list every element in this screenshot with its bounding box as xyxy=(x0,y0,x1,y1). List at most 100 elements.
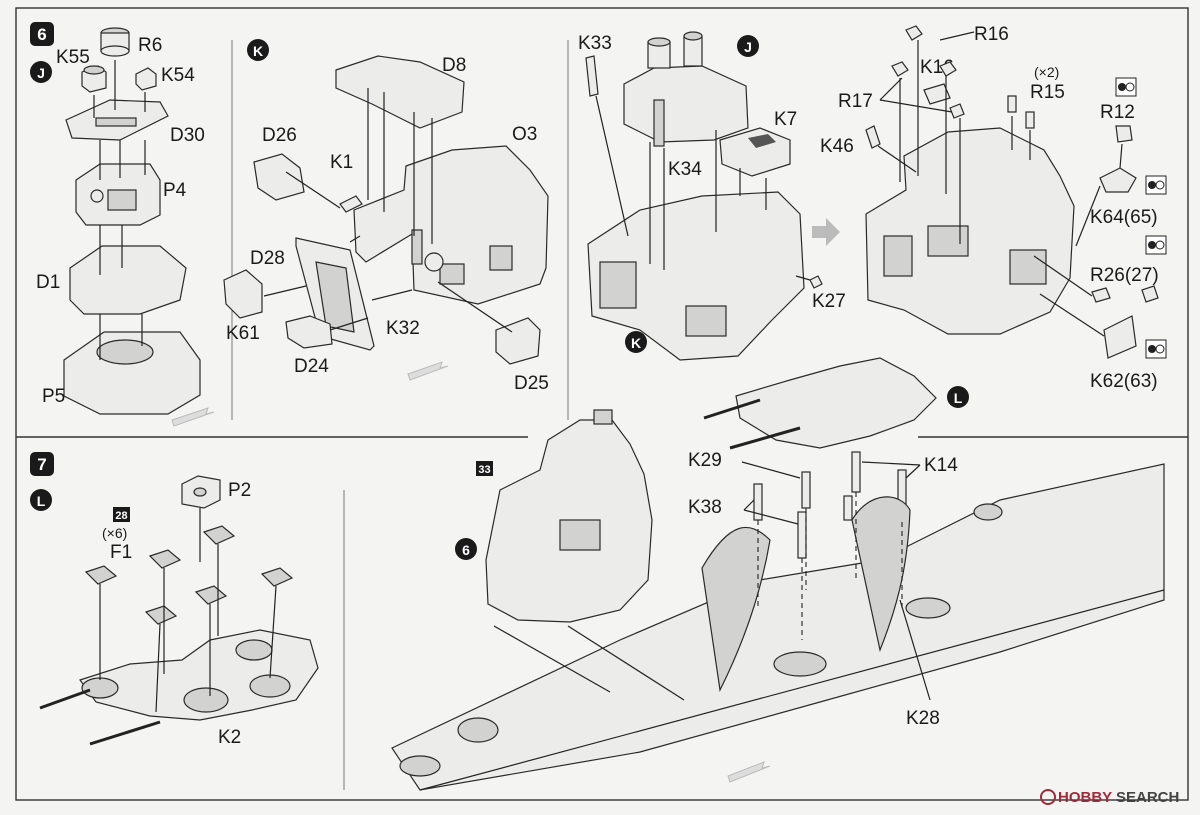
part-hull xyxy=(391,463,1165,791)
label-k38: K38 xyxy=(688,497,722,518)
part-k61 xyxy=(223,269,263,319)
label-p5: P5 xyxy=(42,386,65,407)
label-k2: K2 xyxy=(218,727,241,748)
part-k34 xyxy=(653,99,665,147)
part-j-tower xyxy=(623,31,749,143)
label-d25: D25 xyxy=(514,373,549,394)
part-d25 xyxy=(495,317,541,365)
svg-text:J: J xyxy=(37,65,45,81)
svg-text:L: L xyxy=(37,493,46,509)
assembly-arrows-j xyxy=(93,60,215,427)
assembly-arrows-l xyxy=(99,508,277,713)
assembly-arrows-k xyxy=(263,88,513,381)
panel-frames xyxy=(15,7,1189,801)
label-p4: P4 xyxy=(163,180,187,201)
part-d26 xyxy=(253,153,305,201)
svg-text:SEARCH: SEARCH xyxy=(1116,789,1179,806)
label-k46: K46 xyxy=(820,136,854,157)
label-k32: K32 xyxy=(386,318,420,339)
part-d30 xyxy=(65,99,169,141)
label-r6: R6 xyxy=(138,35,162,56)
part-k27 xyxy=(809,275,823,289)
part-k2-deck xyxy=(39,629,319,746)
sub-assembly-j-badge: J xyxy=(30,61,52,83)
svg-text:K: K xyxy=(631,335,641,351)
label-f1: F1 xyxy=(110,542,132,563)
label-k33: K33 xyxy=(578,33,612,54)
label-k27: K27 xyxy=(812,291,846,312)
label-r15-qty: (×2) xyxy=(1034,64,1059,80)
svg-text:HOBBY: HOBBY xyxy=(1058,789,1112,806)
part-k7 xyxy=(719,127,791,177)
label-r16: R16 xyxy=(974,24,1009,45)
step-6-badge: 6 xyxy=(30,22,54,46)
part-k55 xyxy=(81,65,107,93)
step-6-ref-badge: 6 xyxy=(455,538,477,560)
assembly-arrows-mid xyxy=(595,95,811,281)
paint-code-28: 28 xyxy=(113,507,130,522)
label-k1: K1 xyxy=(330,152,353,173)
svg-text:7: 7 xyxy=(37,455,46,474)
part-d24 xyxy=(285,315,333,349)
svg-text:33: 33 xyxy=(478,464,490,476)
label-k54: K54 xyxy=(161,65,195,86)
label-k34: K34 xyxy=(668,159,702,180)
sub-assembly-l-ref-badge: L xyxy=(947,386,969,408)
parts-f1-mounts xyxy=(84,525,294,625)
part-l-turret-deck xyxy=(703,357,937,450)
label-d8: D8 xyxy=(442,55,466,76)
svg-text:L: L xyxy=(954,390,963,406)
sub-assembly-j-ref-badge: J xyxy=(737,35,759,57)
label-p2: P2 xyxy=(228,480,251,501)
label-k62: K62(63) xyxy=(1090,371,1158,392)
assembly-arrows-right xyxy=(877,31,1123,337)
part-k32 xyxy=(411,229,423,265)
label-k14: K14 xyxy=(924,455,958,476)
part-o3-superstructure xyxy=(353,145,549,305)
svg-text:6: 6 xyxy=(462,542,470,558)
svg-text:J: J xyxy=(744,39,752,55)
step-7-badge: 7 xyxy=(30,452,54,476)
label-f1-qty: (×6) xyxy=(102,525,127,541)
label-k55: K55 xyxy=(56,47,90,68)
part-k54 xyxy=(135,67,157,91)
label-r26: R26(27) xyxy=(1090,265,1159,286)
svg-text:6: 6 xyxy=(37,25,46,44)
part-o3-base-assembly xyxy=(587,191,805,361)
label-k29: K29 xyxy=(688,450,722,471)
part-p5 xyxy=(63,331,201,415)
part-k33 xyxy=(585,55,599,97)
label-d30: D30 xyxy=(170,125,205,146)
part-bridge-tower-completed xyxy=(485,409,653,623)
progress-arrow xyxy=(812,218,840,246)
label-r15: R15 xyxy=(1030,82,1065,103)
watermark-logo: HOBBY SEARCH xyxy=(1040,789,1179,806)
svg-text:K: K xyxy=(253,43,263,59)
label-r12: R12 xyxy=(1100,102,1135,123)
label-d1: D1 xyxy=(36,272,60,293)
sub-assembly-k-ref-badge: K xyxy=(625,331,647,353)
paint-code-icons xyxy=(1115,77,1167,359)
label-k61: K61 xyxy=(226,323,260,344)
label-d24: D24 xyxy=(294,356,329,377)
small-parts-r xyxy=(865,25,1159,359)
part-completed-bridge xyxy=(865,127,1075,335)
label-o3: O3 xyxy=(512,124,537,145)
label-k28: K28 xyxy=(906,708,940,729)
label-d28: D28 xyxy=(250,248,285,269)
label-d26: D26 xyxy=(262,125,297,146)
part-r6 xyxy=(100,27,130,57)
label-r17: R17 xyxy=(838,91,873,112)
part-d8 xyxy=(335,55,465,129)
part-k1 xyxy=(339,195,363,213)
sub-assembly-l-badge: L xyxy=(30,489,52,511)
label-k7: K7 xyxy=(774,109,797,130)
sub-assembly-k-badge: K xyxy=(247,39,269,61)
paint-code-33: 33 xyxy=(476,461,493,476)
part-p4 xyxy=(75,163,161,226)
label-k64: K64(65) xyxy=(1090,207,1158,228)
part-d1 xyxy=(69,245,187,315)
part-p2 xyxy=(181,475,221,509)
assembly-arrows-hull xyxy=(493,461,931,783)
